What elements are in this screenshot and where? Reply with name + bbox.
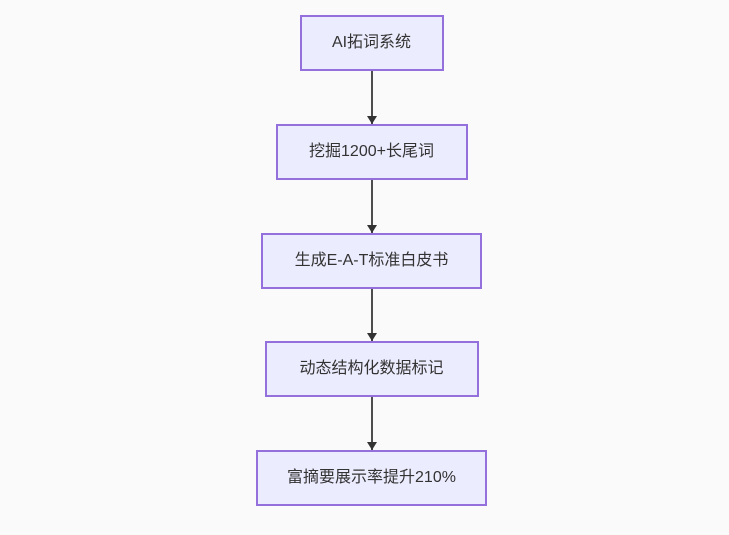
flow-node-label: 挖掘1200+长尾词 — [309, 143, 434, 160]
flowchart-diagram: AI拓词系统 挖掘1200+长尾词 生成E-A-T标准白皮书 动态结构化数据标记… — [7, 15, 729, 506]
flow-arrow-d-to-e — [366, 397, 377, 450]
arrow-down-icon — [366, 225, 377, 233]
flow-arrow-a-to-b — [366, 71, 377, 124]
flow-node-rich-snippet-result: 富摘要展示率提升210% — [256, 450, 487, 506]
flow-arrow-c-to-d — [366, 289, 377, 341]
flow-node-label: 动态结构化数据标记 — [299, 360, 444, 377]
flow-node-label: 富摘要展示率提升210% — [287, 469, 456, 486]
flow-node-label: AI拓词系统 — [331, 34, 412, 51]
flow-arrow-b-to-c — [366, 180, 377, 233]
flow-node-ai-keyword-system: AI拓词系统 — [299, 15, 444, 71]
flow-node-eat-whitepaper: 生成E-A-T标准白皮书 — [261, 233, 482, 289]
arrow-down-icon — [366, 116, 377, 124]
flow-node-label: 生成E-A-T标准白皮书 — [294, 252, 449, 269]
arrow-down-icon — [366, 442, 377, 450]
flow-node-longtail-mining: 挖掘1200+长尾词 — [275, 124, 468, 180]
arrow-down-icon — [366, 333, 377, 341]
flow-node-structured-data-markup: 动态结构化数据标记 — [264, 341, 479, 397]
